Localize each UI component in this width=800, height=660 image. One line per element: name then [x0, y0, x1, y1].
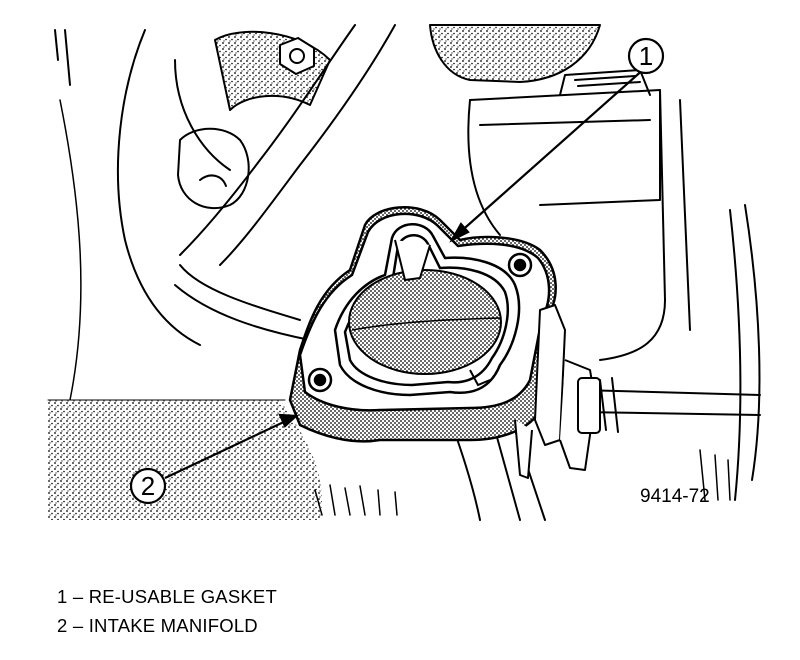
legend-separator: – — [72, 615, 84, 636]
legend-number: 1 — [57, 586, 68, 607]
legend-separator: – — [72, 586, 84, 607]
bolt-icon — [279, 37, 315, 75]
fuel-tube — [179, 24, 356, 256]
upper-hose — [429, 24, 601, 83]
upper-runner — [214, 30, 331, 111]
engine-illustration: 1 2 — [47, 24, 761, 521]
callout-2: 2 — [129, 467, 167, 505]
callout-1: 1 — [627, 37, 665, 75]
legend-text: INTAKE MANIFOLD — [88, 615, 258, 636]
legend: 1 – RE-USABLE GASKET 2 – INTAKE MANIFOLD — [57, 582, 277, 640]
legend-number: 2 — [57, 615, 68, 636]
figure-id-label: 9414-72 — [640, 486, 710, 507]
legend-text: RE-USABLE GASKET — [88, 586, 277, 607]
svg-text:2: 2 — [141, 471, 155, 501]
legend-item: 2 – INTAKE MANIFOLD — [57, 611, 277, 640]
legend-item: 1 – RE-USABLE GASKET — [57, 582, 277, 611]
lower-manifold — [48, 400, 322, 520]
svg-text:1: 1 — [639, 41, 653, 71]
